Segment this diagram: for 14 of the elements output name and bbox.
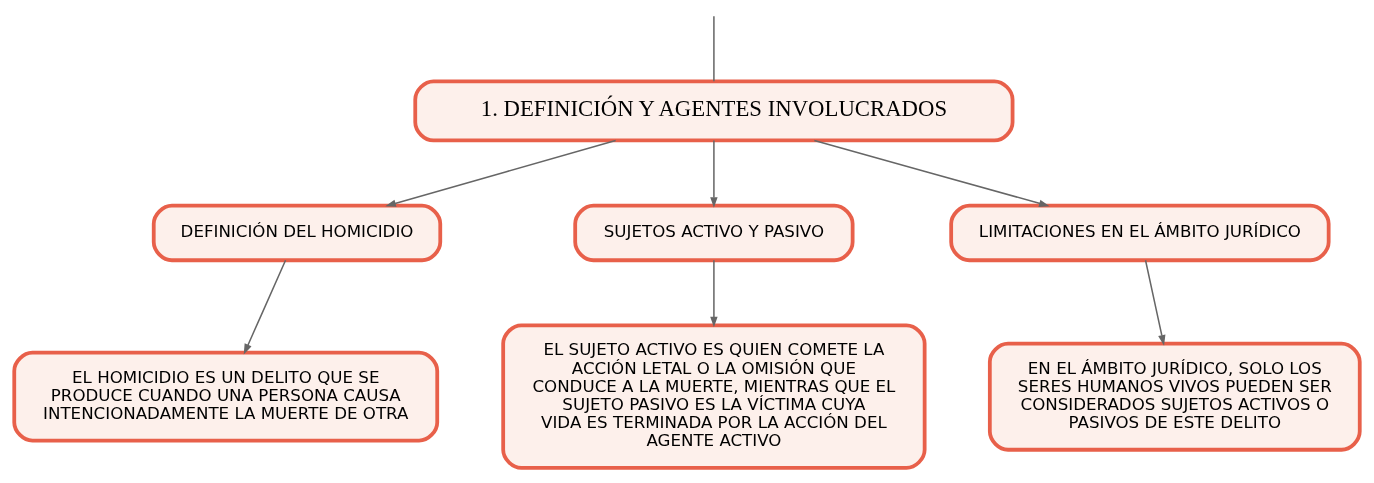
node-box: EL HOMICIDIO ES UN DELITO QUE SE PRODUCE CUANDO UNA PERSONA CAUSA INTENCIONADAMENTE LA MUERTE DE OTRA	[12, 350, 440, 443]
arrow	[1144, 259, 1166, 346]
node-box: EN EL ÁMBITO JURÍDICO, SOLO LOS SERES HUMANOS VIVOS PUEDEN SER CONSIDERADOS SUJETOS ACTIVOS O PASIVOS DE ESTE DELITO	[987, 341, 1362, 452]
node-box: EL SUJETO ACTIVO ES QUIEN COMETE LA ACCIÓN LETAL O LA OMISIÓN QUE CONDUCE A LA MUERTE, MIENTRAS QUE EL SUJETO PASIVO ES LA VÍCTIMA CUYA VIDA ES TERMINADA POR LA ACCIÓN DEL AGENTE ACTIVO	[501, 323, 927, 470]
arrow	[710, 139, 718, 208]
arrow	[243, 259, 287, 355]
node-box: SUJETOS ACTIVO Y PASIVO	[573, 203, 855, 263]
arrow	[813, 139, 1050, 207]
connector	[713, 15, 715, 82]
arrow	[385, 139, 617, 207]
node-box: DEFINICIÓN DEL HOMICIDIO	[151, 203, 443, 263]
node-box: LIMITACIONES EN EL ÁMBITO JURÍDICO	[949, 203, 1331, 263]
node-box: 1. DEFINICIÓN Y AGENTES INVOLUCRADOS	[413, 79, 1015, 143]
arrow	[710, 259, 718, 328]
